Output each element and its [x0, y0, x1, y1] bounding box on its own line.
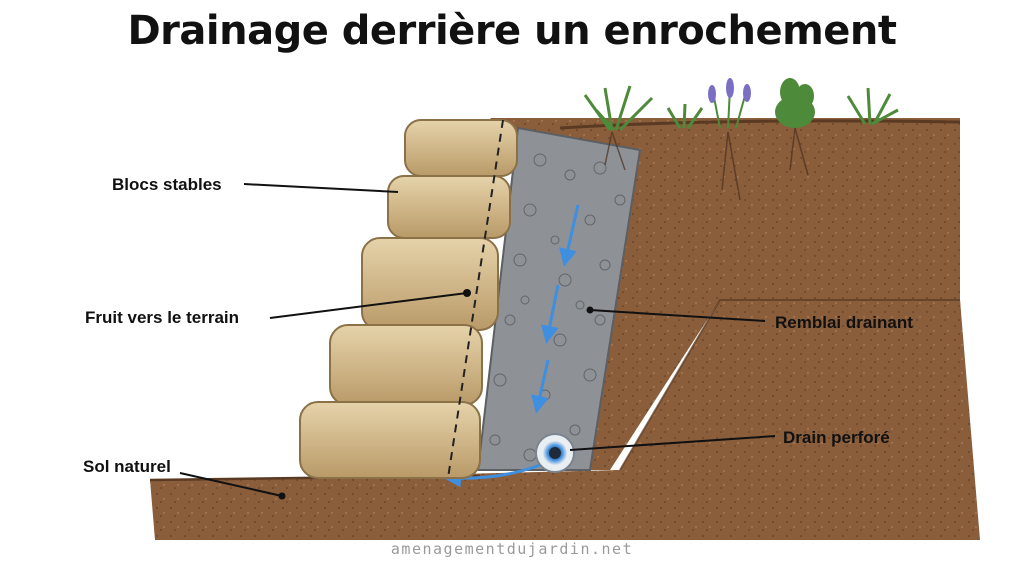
terrain-surface [559, 119, 961, 130]
leader-batter [269, 292, 468, 319]
leader-lines [179, 183, 776, 497]
drainage-backfill [476, 126, 642, 471]
label-backfill: Remblai drainant [775, 313, 913, 332]
grass-icon [846, 87, 899, 126]
leader-backfill [589, 309, 766, 322]
label-batter: Fruit vers le terrain [85, 308, 239, 327]
label-blocks: Blocs stables [112, 175, 222, 194]
water-arrow [559, 204, 580, 267]
excavation-line [619, 299, 960, 471]
perforated-drain [535, 433, 575, 473]
upper-terrain [560, 119, 960, 471]
grass-icon [583, 85, 654, 132]
watermark: amenagementdujardin.net [390, 540, 634, 558]
stone-block [404, 119, 518, 177]
lavender-icon [708, 78, 751, 129]
roots [604, 127, 809, 201]
label-drain: Drain perforé [783, 428, 890, 447]
stone-block [361, 237, 499, 331]
plants [583, 78, 899, 201]
page-title: Drainage derrière un enrochement [127, 8, 897, 54]
label-natural-soil: Sol naturel [83, 457, 171, 476]
shrub-icon [775, 78, 815, 128]
leader-drain [569, 435, 776, 451]
batter-line [447, 119, 504, 479]
stone-block [387, 175, 511, 239]
water-arrow [540, 284, 560, 344]
stone-blocks [299, 119, 518, 479]
stone-block [329, 324, 483, 406]
leader-dots [278, 289, 594, 500]
ground-surface [150, 300, 975, 540]
water-arrow [531, 359, 550, 414]
leader-blocks [243, 183, 399, 193]
grass-icon [666, 103, 704, 129]
leader-soil [179, 472, 283, 497]
gravel-texture [489, 153, 626, 462]
stone-block [299, 401, 481, 479]
